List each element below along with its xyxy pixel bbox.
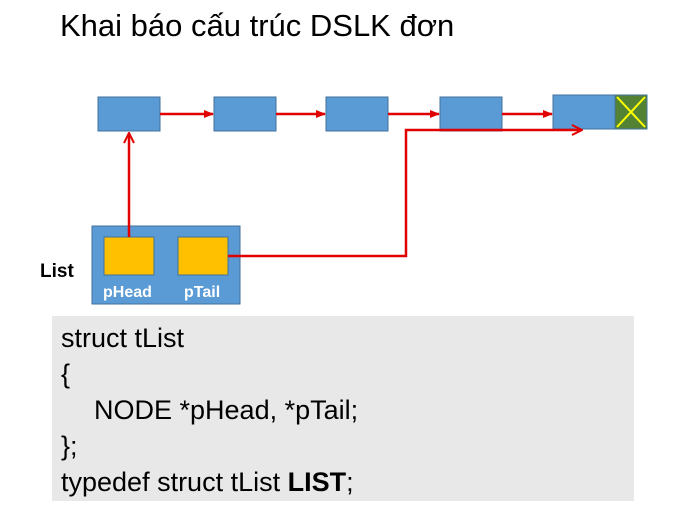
list-struct-label: List — [40, 261, 74, 282]
code-line-5-prefix: typedef struct tList — [61, 467, 288, 497]
ptail-label: pTail — [184, 284, 221, 301]
list-node-3 — [325, 96, 389, 132]
ptail-field — [177, 236, 229, 276]
code-line-1: struct tList — [61, 323, 185, 353]
code-line-5-suffix: ; — [346, 467, 354, 497]
code-line-2: { — [61, 359, 71, 389]
phead-field — [103, 236, 155, 276]
page-title: Khai báo cấu trúc DSLK đơn — [60, 8, 455, 43]
null-pointer-cell — [614, 94, 648, 130]
code-line-3: NODE *pHead, *pTail; — [94, 395, 359, 425]
code-line-5: typedef struct tList LIST; — [61, 464, 634, 500]
ptail-arrow — [228, 130, 582, 258]
list-node-2 — [213, 96, 277, 132]
phead-label: pHead — [103, 284, 152, 301]
code-keyword-list: LIST — [287, 467, 347, 497]
list-node-1 — [97, 96, 161, 132]
list-node-5 — [552, 94, 616, 130]
code-block: struct tList { NODE *pHead, *pTail; }; t… — [52, 316, 634, 501]
list-node-4 — [439, 96, 503, 132]
code-line-4: }; — [61, 431, 78, 461]
